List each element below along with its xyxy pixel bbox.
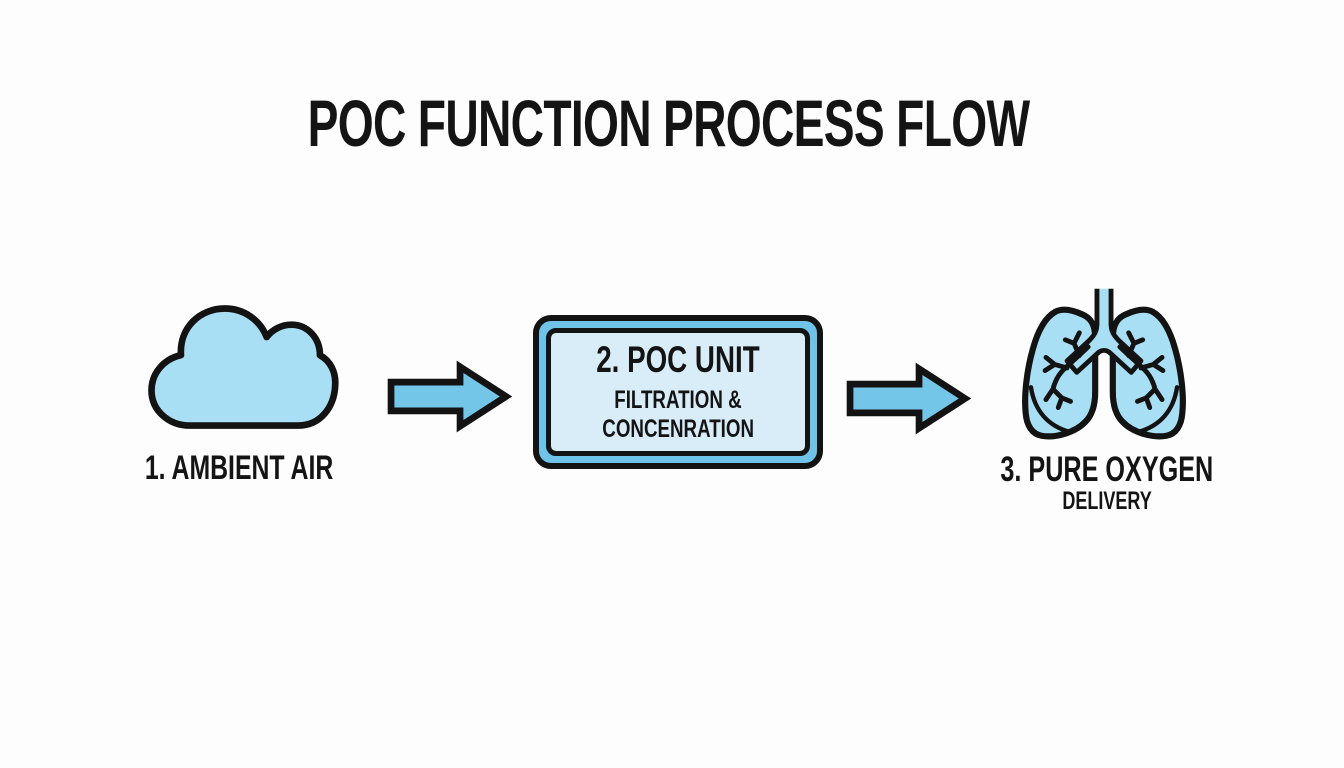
- poc-unit-box: 2. POC UNIT FILTRATION & CONCENRATION: [533, 315, 823, 469]
- poc-unit-heading: 2. POC UNIT: [596, 339, 760, 380]
- bronchial-trees: [1042, 330, 1166, 410]
- cloud-icon: [148, 305, 339, 429]
- right-bronchial-tree: [1117, 330, 1166, 410]
- lungs-icon: [1022, 288, 1186, 440]
- step3-label-line1: 3. PURE OXYGEN: [1000, 450, 1214, 489]
- poc-unit-subtitle-line1: FILTRATION &: [614, 386, 742, 414]
- page-title: POC FUNCTION PROCESS FLOW: [307, 86, 1029, 160]
- poc-unit-box-inner: 2. POC UNIT FILTRATION & CONCENRATION: [546, 328, 810, 456]
- left-bronchial-tree: [1042, 330, 1091, 410]
- step1-label: 1. AMBIENT AIR: [89, 451, 389, 485]
- left-lung-crease: [1028, 385, 1073, 435]
- title-row: POC FUNCTION PROCESS FLOW: [0, 90, 1336, 156]
- step1-label-text: 1. AMBIENT AIR: [144, 449, 334, 487]
- step3-label-line2: DELIVERY: [1062, 487, 1152, 515]
- arrow-shape: [846, 362, 972, 435]
- cloud-shape: [148, 305, 339, 429]
- poc-unit-subtitle-line2: CONCENRATION: [602, 414, 754, 443]
- arrow-right-icon: [846, 362, 972, 435]
- right-lung-crease: [1135, 385, 1180, 435]
- arrow-shape: [387, 360, 513, 433]
- arrow-right-icon: [387, 360, 513, 433]
